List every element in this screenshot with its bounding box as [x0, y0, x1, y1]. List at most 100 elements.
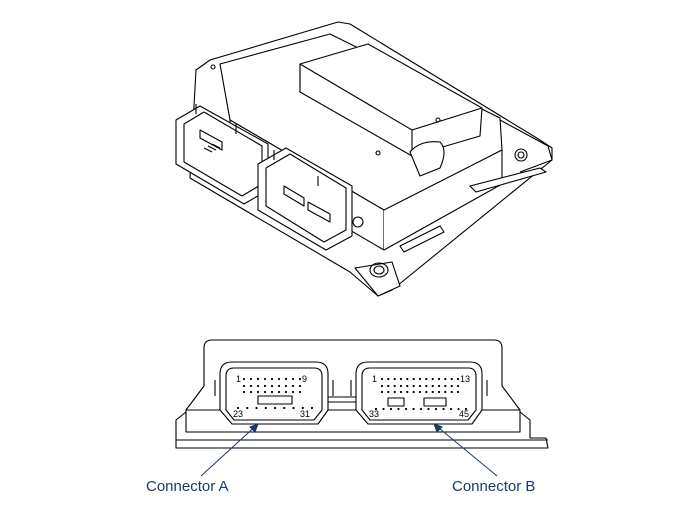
connector-b-pin-dot [456, 390, 460, 394]
connector-a-pin-dot [270, 384, 274, 388]
connector-a-pin-dot [301, 406, 304, 410]
connector-a-pin-dot [236, 406, 240, 410]
connector-b-pin-dot [449, 407, 453, 411]
connector-a-pin-dot [256, 384, 260, 388]
connector-b-pin-dot [437, 390, 441, 394]
connector-a-pins [236, 377, 314, 410]
connector-a-pin-dot [263, 377, 267, 381]
connector-b-pin-dot [434, 407, 438, 411]
pin-label-a-1: 1 [236, 374, 241, 384]
connector-b-pin-dot [431, 390, 434, 394]
connector-b-pin-dot [431, 384, 434, 388]
connector-b-pin-dot [464, 407, 468, 411]
connector-b-pin-dot [387, 384, 390, 388]
leader-b-arrowhead [433, 423, 443, 433]
connector-a-pin-dot [249, 377, 253, 381]
connector-b-pin-dot [427, 407, 430, 411]
connector-b-pin-dot [389, 407, 393, 411]
connector-b-pin-dot [444, 390, 447, 394]
ecu-front-view [175, 339, 549, 449]
connector-b-pin-dot [387, 390, 390, 394]
connector-b-pin-dot [387, 377, 390, 381]
leader-connector-a [200, 423, 259, 477]
connector-a-pin-dot [284, 384, 288, 388]
connector-b-pin-dot [419, 407, 423, 411]
connector-b-pin-dot [431, 377, 434, 381]
leader-connector-b [433, 423, 498, 477]
connector-a-pin-dot [277, 384, 281, 388]
connector-b-pin-dot [412, 407, 415, 411]
connector-b-pin-dot [418, 384, 422, 388]
connector-a-pin-dot [298, 377, 302, 381]
connector-b-pin-dot [380, 390, 384, 394]
connector-b-pin-dot [437, 377, 441, 381]
pin-label-a-23: 23 [233, 409, 243, 419]
callout-leaders [200, 423, 498, 477]
connector-a-pin-dot [249, 384, 253, 388]
connector-b-pin-dot [399, 384, 403, 388]
connector-b-pin-dot [444, 384, 447, 388]
pin-label-a-31: 31 [300, 409, 310, 419]
connector-a-pin-dot [264, 406, 267, 410]
connector-a-pin-dot [270, 377, 274, 381]
connector-a-pin-dot [256, 390, 260, 394]
connector-b-pin-dot [442, 407, 445, 411]
connector-b-pin-dot [406, 390, 409, 394]
connector-a-pin-dot [273, 406, 277, 410]
connector-a-pin-dot [291, 390, 295, 394]
connector-b-pin-dot [425, 377, 428, 381]
connector-b-pin-dot [412, 384, 415, 388]
connector-b-pin-dot [374, 407, 378, 411]
pin-label-b-33: 33 [369, 409, 379, 419]
connector-a-pin-dot [242, 390, 246, 394]
connector-b-pin-dot [380, 377, 384, 381]
connector-b-pin-dot [456, 377, 460, 381]
connector-a-pin-dot [242, 377, 246, 381]
connector-b-pin-dot [393, 390, 396, 394]
connector-b-pin-dot [382, 407, 385, 411]
connector-a-pin-dot [284, 377, 288, 381]
ecu-isometric-view [175, 21, 553, 297]
pin-label-b-45: 45 [459, 409, 469, 419]
connector-a-pin-dot [256, 377, 260, 381]
connector-a-pin-dot [263, 384, 267, 388]
connector-a-pin-dot [310, 406, 314, 410]
connector-a-label: Connector A [146, 478, 229, 495]
connector-b-pin-dot [397, 407, 400, 411]
connector-b-pin-dot [399, 390, 403, 394]
connector-a-pin-dot [277, 377, 281, 381]
connector-b-pin-dot [380, 384, 384, 388]
connector-b-pin-dot [457, 407, 460, 411]
connector-a-pin-dot [291, 384, 295, 388]
connector-a-pin-dot [263, 390, 267, 394]
connector-a-pin-dot [298, 390, 302, 394]
connector-a-pin-dot [298, 384, 302, 388]
connector-a-pin-dot [270, 390, 274, 394]
connector-b-pin-dot [450, 384, 453, 388]
connector-a-pin-dot [249, 390, 253, 394]
connector-b-pin-dot [437, 384, 441, 388]
connector-b-pin-dot [412, 390, 415, 394]
connector-a-pin-dot [292, 406, 295, 410]
connector-b-pin-dot [393, 377, 396, 381]
connector-b-pin-dot [418, 377, 422, 381]
connector-b-pin-dot [412, 377, 415, 381]
leader-a-arrowhead [249, 423, 259, 433]
connector-b-label: Connector B [452, 478, 536, 495]
connector-b-pin-dot [456, 384, 460, 388]
connector-b-pin-dot [406, 384, 409, 388]
connector-a-pin-dot [277, 390, 281, 394]
connector-b-pin-dot [450, 377, 453, 381]
connector-b-pin-dot [425, 384, 428, 388]
connector-b-pin-dot [404, 407, 408, 411]
connector-a-pin-dot [246, 406, 249, 410]
connector-b-pin-dot [450, 390, 453, 394]
pin-label-b-1: 1 [372, 374, 377, 384]
connector-a-pin-dot [283, 406, 286, 410]
connector-b-pin-dot [393, 384, 396, 388]
connector-b-pins [374, 377, 468, 411]
connector-b-pin-dot [418, 390, 422, 394]
connector-a-pin-dot [284, 390, 288, 394]
pin-label-b-13: 13 [460, 374, 470, 384]
